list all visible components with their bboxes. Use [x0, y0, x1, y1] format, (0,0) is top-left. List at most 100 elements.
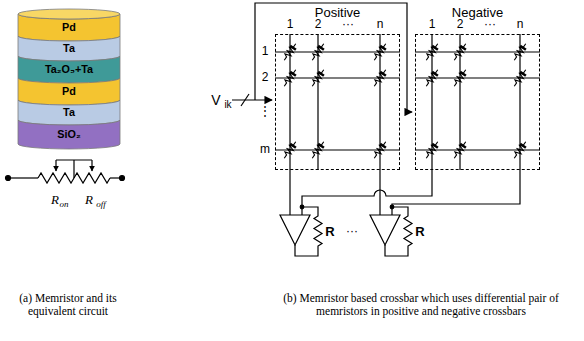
material-layer: Ta — [18, 100, 120, 120]
layer-label: Ta₂O₅+Ta — [18, 63, 120, 75]
label: R — [415, 225, 424, 240]
layer-body — [18, 120, 120, 149]
label: 1 — [287, 18, 294, 32]
label: R — [51, 193, 59, 208]
memristor-zigzag — [424, 42, 440, 62]
memristor-bar — [519, 71, 526, 77]
memristor-zigzag — [512, 140, 528, 160]
memristor-zigzag — [372, 140, 388, 160]
memristor-symbol — [451, 42, 468, 62]
input-bus — [232, 99, 272, 100]
memristor-bar — [379, 45, 386, 51]
memristor-symbol — [309, 68, 326, 88]
memristor-symbol — [281, 42, 298, 62]
wiper-link — [73, 160, 74, 178]
material-layer: SiO₂ — [18, 120, 120, 144]
label: R — [325, 225, 334, 240]
row-line — [415, 52, 540, 150]
column-line — [302, 34, 432, 215]
memristor-zigzag — [282, 42, 298, 62]
memristor-bar — [459, 71, 466, 77]
memristor-bar — [519, 143, 526, 149]
memristor-zigzag — [452, 68, 468, 88]
layer-label: Ta — [18, 42, 120, 54]
column-line — [392, 34, 520, 215]
junction-dot — [390, 205, 394, 209]
layer-top — [18, 9, 120, 19]
feedback-resistor — [385, 207, 412, 256]
memristor-symbol — [309, 140, 326, 160]
memristor-symbol — [451, 140, 468, 160]
memristor-zigzag — [424, 140, 440, 160]
memristor-zigzag — [512, 42, 528, 62]
label: V — [211, 92, 220, 108]
memristor-symbol — [511, 140, 528, 160]
memristor-symbol — [371, 68, 388, 88]
memristor-bar — [317, 71, 324, 77]
material-layer: Ta₂O₅+Ta — [18, 56, 120, 78]
junction-dot — [300, 205, 304, 209]
memristor-zigzag — [310, 42, 326, 62]
layer-body — [18, 78, 120, 105]
label: 2 — [457, 18, 464, 32]
label: n — [517, 18, 524, 32]
layer-body — [18, 100, 120, 125]
row-line — [275, 52, 400, 150]
memristor-bar — [519, 45, 526, 51]
terminal — [6, 176, 11, 181]
label: m — [260, 143, 270, 157]
wire — [110, 177, 120, 178]
memristor-zigzag — [452, 140, 468, 160]
wiper-arrow — [91, 160, 92, 171]
memristor-symbol — [371, 140, 388, 160]
material-layer: Pd — [18, 78, 120, 100]
label: 1 — [262, 45, 269, 59]
memristor-bar — [459, 45, 466, 51]
label: 1 — [429, 18, 436, 32]
terminal — [120, 176, 125, 181]
memristor-zigzag — [282, 140, 298, 160]
memristor-bar — [317, 45, 324, 51]
crossbar-box: Negative — [415, 34, 540, 170]
memristor-zigzag — [310, 140, 326, 160]
memristor-symbol — [309, 42, 326, 62]
label: 2 — [262, 71, 269, 85]
memristor-symbol — [371, 42, 388, 62]
column-line — [289, 34, 290, 215]
layer-label: SiO₂ — [18, 128, 120, 140]
memristor-bar — [317, 143, 324, 149]
memristor-bar — [289, 71, 296, 77]
label: on — [60, 199, 69, 209]
label: ik — [224, 99, 231, 111]
wiper-arrow — [55, 160, 56, 171]
layer-body — [18, 56, 120, 83]
crossbar-box: Positive — [275, 34, 400, 170]
memristor-symbol — [281, 68, 298, 88]
label: off — [96, 199, 106, 209]
memristor-bar — [431, 143, 438, 149]
resistor-symbol — [38, 173, 74, 183]
memristor-symbol — [511, 68, 528, 88]
layer-label: Pd — [18, 85, 120, 97]
label: n — [377, 18, 384, 32]
memristor-symbol — [511, 42, 528, 62]
memristor-bar — [289, 143, 296, 149]
memristor-bar — [431, 71, 438, 77]
resistor-symbol — [74, 173, 110, 183]
memristor-zigzag — [372, 68, 388, 88]
column-line — [379, 34, 380, 215]
memristor-bar — [379, 143, 386, 149]
label: ··· — [484, 18, 496, 32]
memristor-array — [281, 42, 528, 160]
bus-slash — [241, 94, 249, 106]
input-branch — [255, 3, 412, 112]
label: R — [85, 193, 93, 208]
opamp-symbol — [370, 215, 400, 245]
label: 2 — [315, 18, 322, 32]
memristor-symbol — [423, 42, 440, 62]
layer-body — [18, 36, 120, 61]
memristor-symbol — [281, 140, 298, 160]
memristor-zigzag — [282, 68, 298, 88]
memristor-zigzag — [310, 68, 326, 88]
